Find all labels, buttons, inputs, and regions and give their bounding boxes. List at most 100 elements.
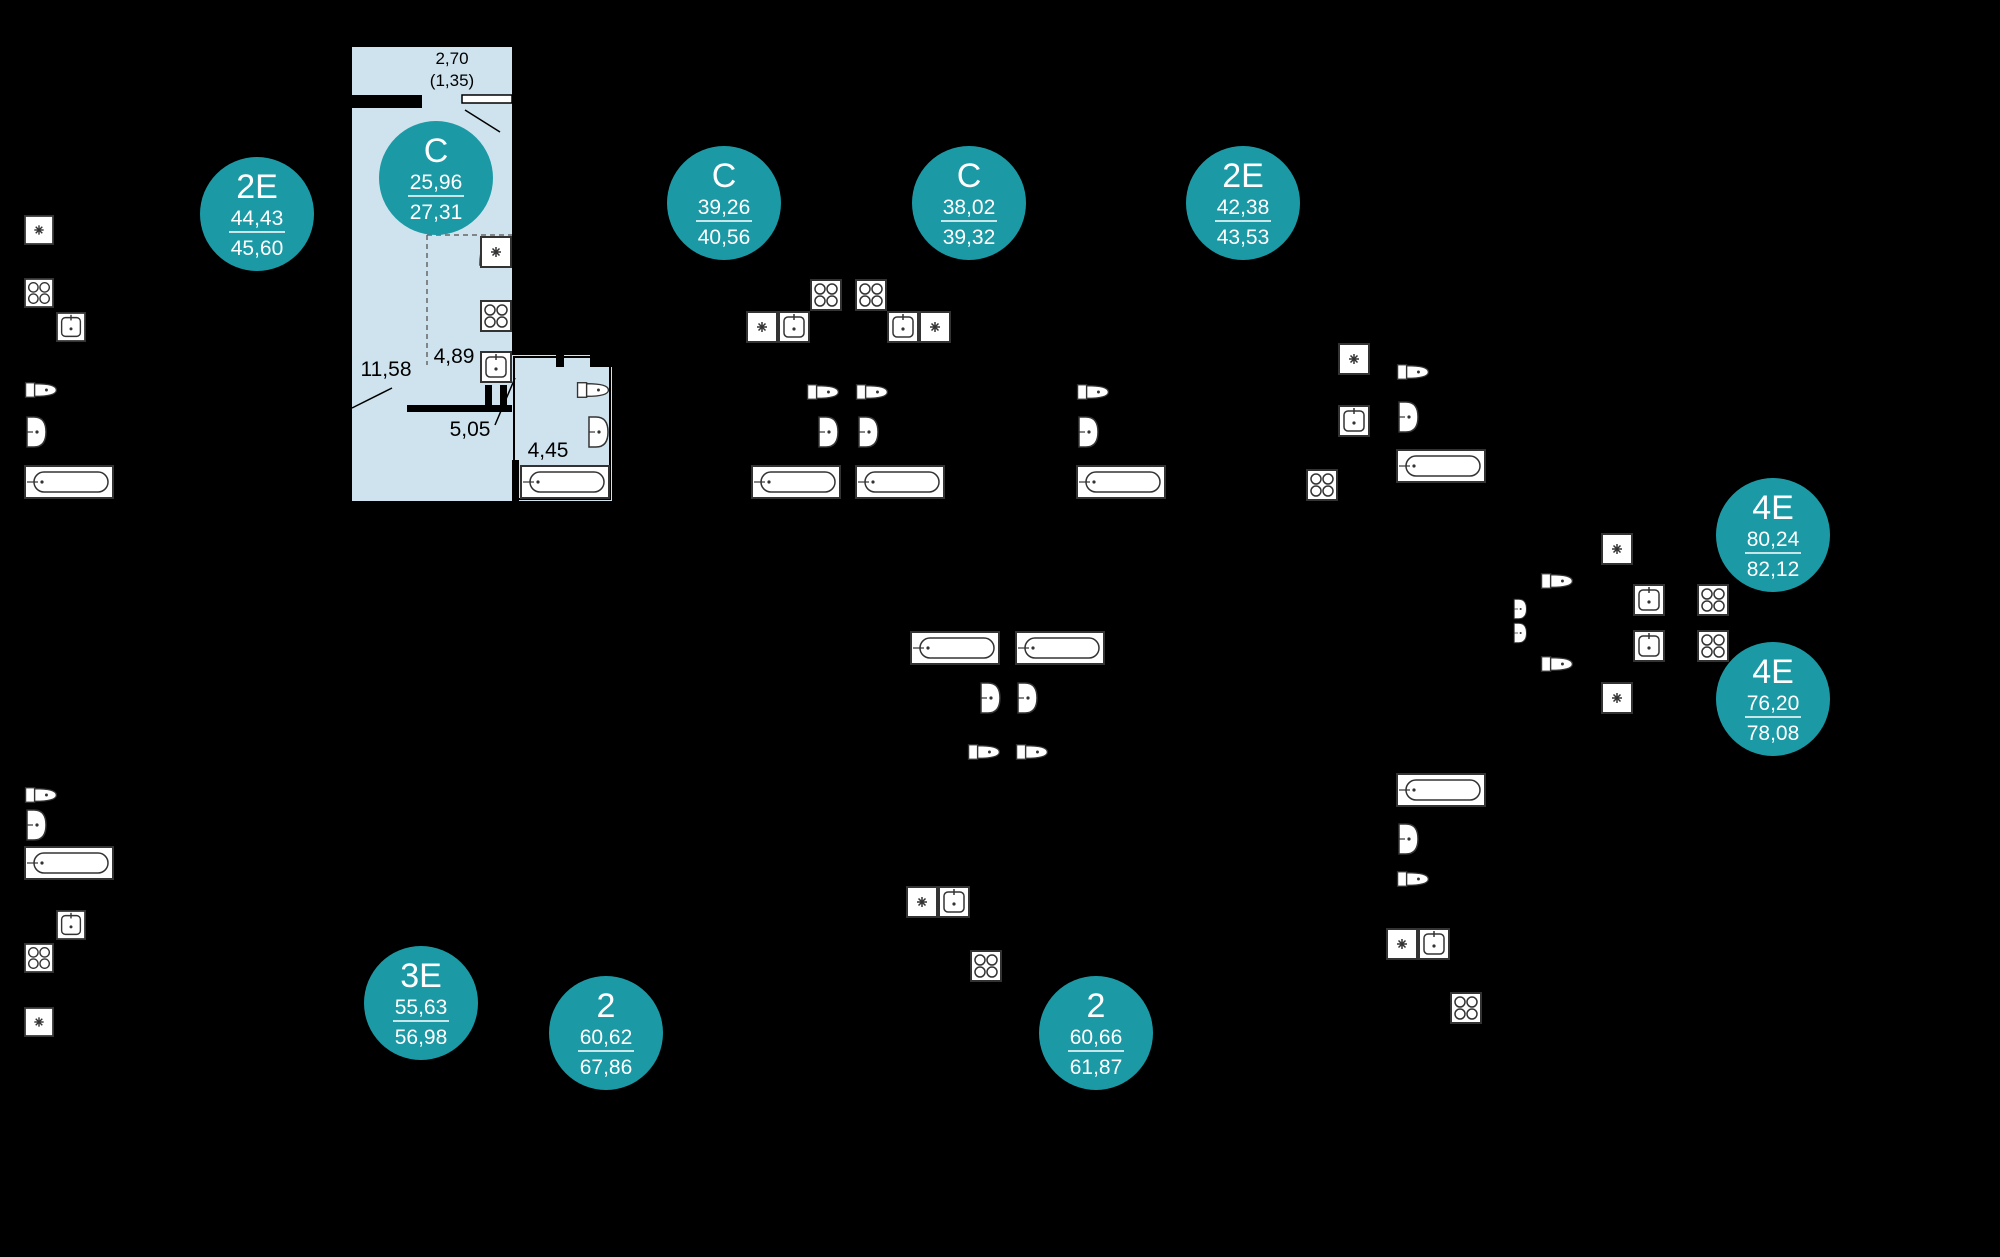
badge-u6[interactable]: 4E 80,24 82,12	[1716, 478, 1830, 592]
room-area-label: 4,89	[434, 345, 475, 368]
badge-u4[interactable]: С 38,02 39,32	[912, 146, 1026, 260]
living-area: 76,20	[1747, 692, 1800, 715]
total-area: 45,60	[231, 237, 284, 260]
washbasin-icon	[1017, 682, 1038, 714]
wall-segment	[352, 95, 422, 108]
badge-u9[interactable]: 2 60,62 67,86	[549, 976, 663, 1090]
sink-icon	[938, 886, 970, 918]
living-area: 25,96	[410, 171, 463, 194]
sink-icon	[480, 351, 512, 383]
wall-segment	[590, 355, 612, 367]
toilet-icon	[967, 744, 1001, 760]
badge-u1[interactable]: 2E 44,43 45,60	[200, 157, 314, 271]
toilet-icon	[24, 382, 58, 398]
vent-icon	[906, 886, 938, 918]
toilet-icon	[1396, 364, 1430, 380]
badge-u3[interactable]: С 39,26 40,56	[667, 146, 781, 260]
badge-u5[interactable]: 2E 42,38 43,53	[1186, 146, 1300, 260]
washbasin-icon	[980, 682, 1001, 714]
washbasin-icon	[1078, 416, 1099, 448]
living-area: 44,43	[231, 207, 284, 230]
stove-icon	[480, 300, 512, 332]
vent-icon	[1601, 682, 1633, 714]
apartment-type: С	[712, 157, 737, 195]
badge-circle	[364, 946, 478, 1060]
stove-icon	[1306, 469, 1338, 501]
washbasin-icon	[1513, 598, 1528, 620]
vent-icon	[24, 1007, 54, 1037]
room-area-label: 11,58	[361, 358, 412, 381]
dimension-label: 2,70	[435, 49, 468, 68]
apartment-type: 4E	[1752, 653, 1794, 691]
toilet-icon	[1396, 871, 1430, 887]
badge-u2[interactable]: С 25,96 27,31	[379, 121, 493, 235]
stove-icon	[810, 279, 842, 311]
bathtub-icon	[1396, 773, 1486, 807]
washbasin-icon	[1398, 823, 1419, 855]
sink-icon	[56, 312, 86, 342]
toilet-icon	[1540, 656, 1574, 672]
washbasin-icon	[858, 416, 879, 448]
total-area: 82,12	[1747, 558, 1800, 581]
apartment-type: 3E	[400, 957, 442, 995]
badge-circle	[200, 157, 314, 271]
washbasin-icon	[26, 416, 47, 448]
vent-icon	[746, 311, 778, 343]
total-area: 40,56	[698, 226, 751, 249]
window	[461, 94, 513, 104]
bathtub-icon	[1076, 465, 1166, 499]
toilet-icon	[1540, 573, 1574, 589]
badge-u7[interactable]: 4E 76,20 78,08	[1716, 642, 1830, 756]
badge-circle	[549, 976, 663, 1090]
badge-circle	[667, 146, 781, 260]
leader-line	[494, 377, 516, 426]
living-area: 80,24	[1747, 528, 1800, 551]
stove-icon	[24, 943, 54, 973]
apartment-type: 2E	[1222, 157, 1264, 195]
washbasin-icon	[818, 416, 839, 448]
living-area: 39,26	[698, 196, 751, 219]
sink-icon	[1633, 630, 1665, 662]
toilet-icon	[855, 384, 889, 400]
stove-icon	[1450, 992, 1482, 1024]
living-area: 60,62	[580, 1026, 633, 1049]
badge-u10[interactable]: 2 60,66 61,87	[1039, 976, 1153, 1090]
sink-icon	[778, 311, 810, 343]
total-area: 78,08	[1747, 722, 1800, 745]
stove-icon	[1697, 630, 1729, 662]
badge-circle	[379, 121, 493, 235]
bathtub-icon	[24, 465, 114, 499]
sink-icon	[56, 910, 86, 940]
vent-icon	[1338, 343, 1370, 375]
washbasin-icon	[1398, 401, 1419, 433]
vent-icon	[919, 311, 951, 343]
vent-icon	[1386, 928, 1418, 960]
washbasin-icon	[588, 416, 609, 448]
dimension-label: (1,35)	[430, 71, 474, 90]
apartment-type: 4E	[1752, 489, 1794, 527]
badge-circle	[1186, 146, 1300, 260]
sink-icon	[1633, 584, 1665, 616]
wall-segment	[485, 385, 492, 407]
total-area: 56,98	[395, 1026, 448, 1049]
badge-circle	[1039, 976, 1153, 1090]
living-area: 42,38	[1217, 196, 1270, 219]
stove-icon	[1697, 584, 1729, 616]
bathtub-icon	[910, 631, 1000, 665]
badge-u8[interactable]: 3E 55,63 56,98	[364, 946, 478, 1060]
total-area: 67,86	[580, 1056, 633, 1079]
vent-icon	[1601, 533, 1633, 565]
badge-circle	[1716, 642, 1830, 756]
stove-icon	[24, 278, 54, 308]
leader-line	[464, 109, 501, 133]
leader-line	[351, 387, 393, 409]
vent-icon	[24, 215, 54, 245]
toilet-icon	[806, 384, 840, 400]
living-area: 38,02	[943, 196, 996, 219]
total-area: 61,87	[1070, 1056, 1123, 1079]
bathtub-icon	[520, 465, 610, 499]
stove-icon	[970, 950, 1002, 982]
badge-circle	[1716, 478, 1830, 592]
